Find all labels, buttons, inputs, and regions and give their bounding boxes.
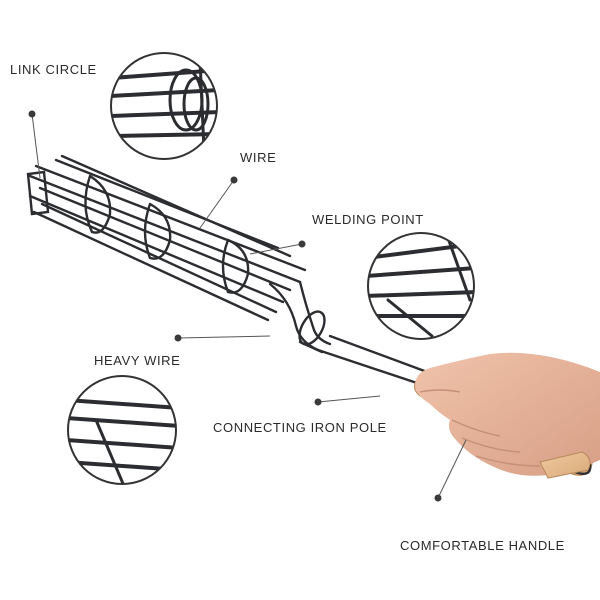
handle-and-hand — [414, 352, 600, 479]
leader-heavy-wire — [177, 335, 271, 339]
leader-welding-point — [249, 243, 303, 255]
label-wire: WIRE — [240, 150, 277, 165]
dot-connecting-pole — [314, 398, 322, 406]
leader-connecting-pole — [317, 395, 381, 403]
wire-cage — [26, 154, 440, 390]
label-comfortable-handle: COMFORTABLE HANDLE — [400, 538, 565, 553]
dot-wire — [230, 176, 238, 184]
dot-handle — [434, 494, 442, 502]
label-connecting-iron-pole: CONNECTING IRON POLE — [213, 420, 387, 435]
detail-heavy-wire — [67, 375, 177, 485]
leader-lines — [31, 113, 467, 499]
label-welding-point: WELDING POINT — [312, 212, 424, 227]
leader-link-circle — [31, 113, 41, 179]
detail-link-circle — [110, 52, 218, 160]
leader-wire — [199, 179, 235, 229]
dot-heavy-wire — [174, 334, 182, 342]
dot-link-circle — [28, 110, 36, 118]
label-link-circle: LINK CIRCLE — [10, 62, 97, 77]
leader-handle — [437, 439, 467, 499]
detail-welding-point — [367, 232, 475, 340]
leader-dots — [28, 110, 442, 502]
dot-welding-point — [298, 240, 306, 248]
label-heavy-wire: HEAVY WIRE — [94, 353, 181, 368]
